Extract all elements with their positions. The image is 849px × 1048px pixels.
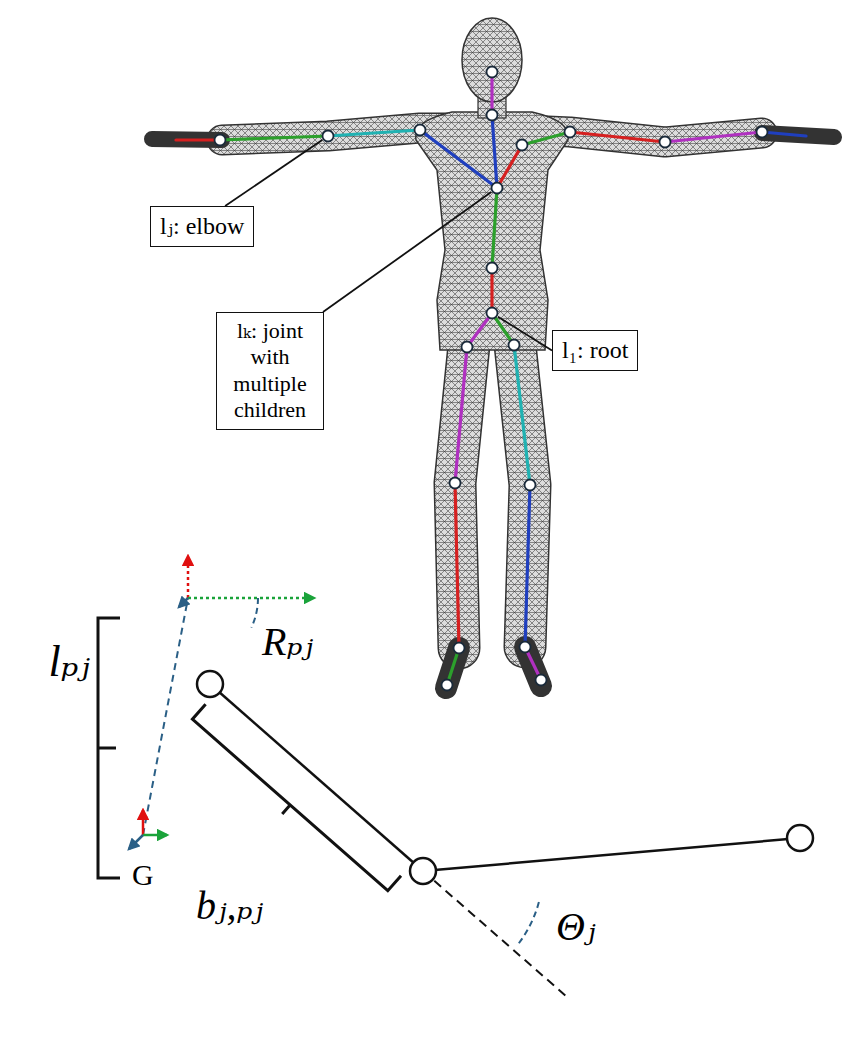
- math-label: bⱼ,ₚⱼ: [196, 884, 263, 928]
- skeleton-bone: [328, 130, 420, 136]
- joint-circle: [197, 671, 223, 697]
- callout-box: l₁: root: [552, 330, 638, 371]
- callout-text: l₁: root: [562, 336, 628, 365]
- math-label: lₚⱼ: [49, 638, 90, 686]
- skeleton-joint: [415, 125, 426, 136]
- skeleton-bone: [176, 138, 220, 141]
- leader-line: [323, 192, 491, 312]
- leg-mesh: [514, 335, 530, 647]
- callout-text: lⱼ: elbow: [160, 212, 244, 241]
- skeleton-joint: [323, 131, 334, 142]
- skeleton-joint: [757, 127, 768, 138]
- length-bracket: [192, 704, 401, 891]
- skeleton-joint: [450, 478, 461, 489]
- skeleton-bone: [514, 345, 530, 485]
- offset-line: [143, 598, 188, 835]
- skeleton-bone: [762, 132, 806, 136]
- skeleton-joint: [492, 183, 503, 194]
- rotation-arc: [251, 598, 258, 628]
- skeleton-bone: [497, 145, 522, 188]
- skeleton-bone: [492, 115, 497, 188]
- bone: [210, 684, 423, 871]
- math-label: Θⱼ: [556, 905, 595, 949]
- skeleton-bone: [492, 188, 497, 268]
- hand: [762, 133, 834, 137]
- kinematic-figure: [98, 556, 813, 996]
- skeleton-joint: [487, 67, 498, 78]
- skeleton-joint: [520, 642, 531, 653]
- body-mesh: [152, 18, 834, 688]
- skeleton-bone: [490, 268, 493, 313]
- skeleton-joint: [462, 342, 473, 353]
- skeleton-bone: [455, 483, 459, 648]
- skeleton-bone: [522, 132, 570, 145]
- axis-arrow: [187, 556, 190, 598]
- skeleton-joint: [487, 308, 498, 319]
- extension-line: [423, 871, 566, 996]
- torso: [416, 112, 568, 350]
- joint-circle: [410, 858, 436, 884]
- callout-box: lₖ: joint with multiple children: [216, 312, 324, 430]
- hand: [152, 139, 222, 140]
- skeleton-joint: [215, 135, 226, 146]
- math-label: G: [132, 858, 154, 891]
- skeleton-joint: [525, 480, 536, 491]
- bone: [423, 838, 800, 871]
- skeleton-bone: [570, 132, 665, 142]
- axis-arrow: [129, 835, 143, 849]
- skeleton-bone: [490, 72, 493, 115]
- skeleton-joint: [565, 127, 576, 138]
- callout-text: lₖ: joint with multiple children: [226, 318, 314, 424]
- joint-circle: [787, 825, 813, 851]
- skeleton-joint: [517, 140, 528, 151]
- skeleton-bone: [420, 130, 497, 188]
- skeleton-joint: [660, 137, 671, 148]
- skeleton-joint: [487, 110, 498, 121]
- length-bracket: [98, 618, 120, 878]
- skeleton-joint: [509, 340, 520, 351]
- axis-arrow: [143, 834, 167, 837]
- leader-line: [498, 317, 552, 351]
- skeleton-bone: [220, 136, 328, 140]
- skeleton-bone: [525, 485, 530, 647]
- axis-arrow: [179, 598, 188, 607]
- leg-mesh: [455, 335, 470, 648]
- skeleton-joint: [454, 643, 465, 654]
- leader-line: [225, 140, 322, 206]
- skeleton-joint: [487, 263, 498, 274]
- skeleton-bone: [665, 132, 762, 142]
- callout-box: lⱼ: elbow: [150, 206, 254, 247]
- skeleton: [176, 67, 806, 691]
- skeleton-joint: [536, 675, 547, 686]
- skeleton-joint: [442, 680, 453, 691]
- axis-arrow: [142, 810, 145, 835]
- leg-outline: [514, 335, 530, 647]
- leg-outline: [455, 335, 470, 648]
- skeleton-bone: [455, 347, 467, 483]
- angle-arc: [518, 902, 539, 945]
- axis-arrow: [188, 597, 314, 600]
- math-label: Rₚⱼ: [262, 620, 313, 664]
